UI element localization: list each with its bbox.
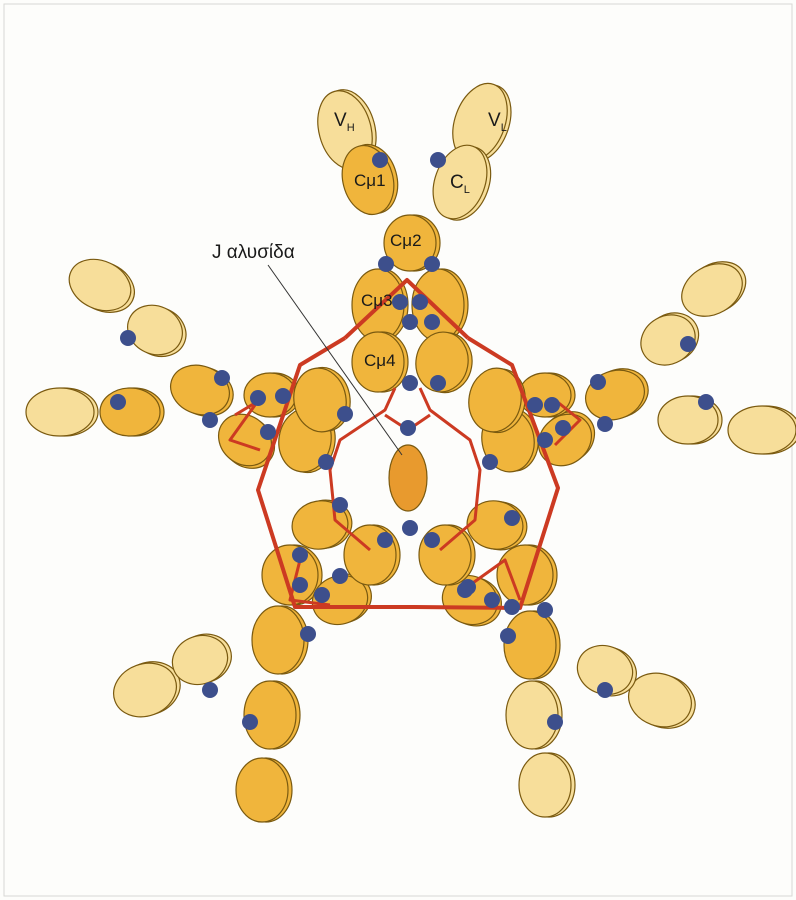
glycan-dot — [392, 294, 408, 310]
glycan-dot — [590, 374, 606, 390]
glycan-dot — [242, 714, 258, 730]
cmu2-label: Cμ2 — [390, 231, 422, 250]
glycan-dot — [547, 714, 563, 730]
glycan-dot — [500, 628, 516, 644]
glycan-dot — [527, 397, 543, 413]
br-fab-vl — [519, 753, 571, 817]
glycan-dot — [424, 256, 440, 272]
glycan-dot — [430, 152, 446, 168]
glycan-dot — [275, 388, 291, 404]
bl-cmu2 — [252, 606, 304, 674]
glycan-dot — [318, 454, 334, 470]
glycan-dot — [555, 420, 571, 436]
cmu1-label: Cμ1 — [354, 171, 386, 190]
glycan-dot — [260, 424, 276, 440]
j-chain-label: J αλυσίδα — [212, 242, 295, 263]
right-cmu4a — [519, 373, 571, 417]
glycan-dot — [400, 420, 416, 436]
glycan-dot — [424, 532, 440, 548]
br-cmu2 — [504, 611, 556, 679]
glycan-dot — [482, 454, 498, 470]
glycan-dot — [424, 314, 440, 330]
glycan-dot — [457, 582, 473, 598]
glycan-dot — [300, 626, 316, 642]
glycan-dot — [120, 330, 136, 346]
glycan-dot — [337, 406, 353, 422]
br-fab-ch1 — [506, 681, 558, 749]
glycan-dot — [484, 592, 500, 608]
glycan-dot — [202, 682, 218, 698]
left-fab-ch1 — [100, 388, 160, 436]
glycan-dot — [372, 152, 388, 168]
glycan-dot — [378, 256, 394, 272]
glycan-dot — [202, 412, 218, 428]
glycan-dot — [377, 532, 393, 548]
glycan-dot — [402, 314, 418, 330]
glycan-dot — [250, 390, 266, 406]
left-fab-vl — [61, 250, 139, 321]
j-chain — [389, 445, 427, 511]
glycan-dot — [537, 432, 553, 448]
right-cmu2 — [579, 362, 652, 428]
glycan-dot — [412, 294, 428, 310]
cmu3-label: Cμ3 — [361, 291, 393, 310]
glycan-dot — [402, 520, 418, 536]
glycan-dot — [698, 394, 714, 410]
glycan-dot — [680, 336, 696, 352]
glycan-dot — [402, 375, 418, 391]
glycan-dot — [504, 510, 520, 526]
glycan-dot — [332, 568, 348, 584]
glycan-dot — [214, 370, 230, 386]
glycan-dot — [292, 547, 308, 563]
glycan-dot — [597, 682, 613, 698]
left-fab-cl — [119, 296, 190, 363]
right-fab-vh — [728, 406, 796, 454]
glycan-dot — [110, 394, 126, 410]
glycan-dot — [430, 375, 446, 391]
glycan-dot — [314, 587, 330, 603]
glycan-dot — [332, 497, 348, 513]
glycan-dot — [504, 599, 520, 615]
glycan-dot — [537, 602, 553, 618]
bl-fab-vl — [236, 758, 288, 822]
glycan-dot — [597, 416, 613, 432]
left-fab-vh — [26, 388, 94, 436]
glycan-dot — [544, 397, 560, 413]
left-cmu2 — [164, 357, 237, 423]
cmu4-label: Cμ4 — [364, 351, 396, 370]
glycan-dot — [292, 577, 308, 593]
